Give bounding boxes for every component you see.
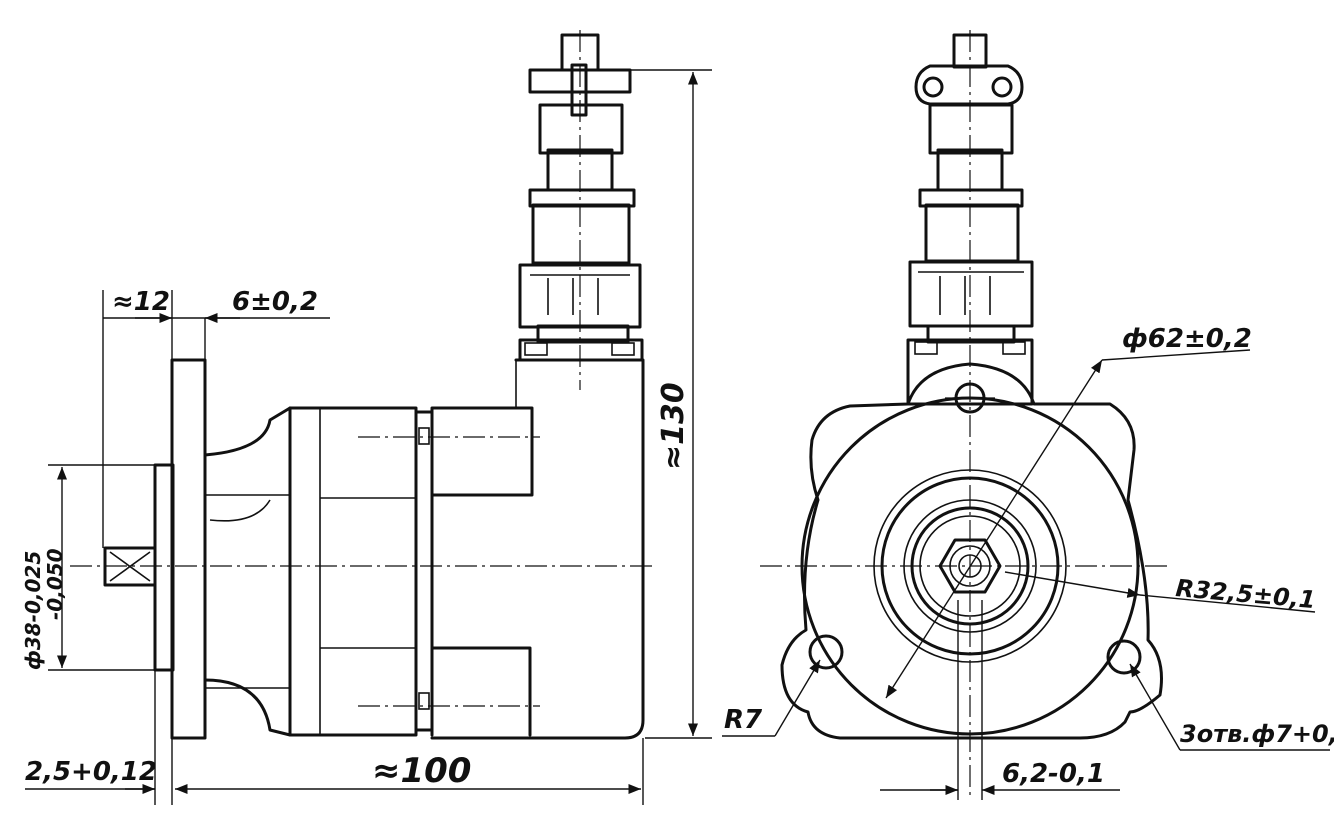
front-view — [780, 33, 1163, 740]
pump-body-rear — [430, 406, 534, 497]
dim-flange-thickness: 6±0,2 — [232, 287, 318, 317]
dim-overall-length: ≈100 — [372, 751, 471, 791]
shaft-key-cross — [109, 551, 151, 582]
dim-circle-diameter: ф62±0,2 — [1122, 324, 1252, 354]
shaft-spigot — [153, 463, 175, 672]
gasket — [414, 410, 434, 732]
dim-holes: 3отв.ф7+0,2 — [1180, 720, 1334, 748]
connector-plug — [538, 103, 624, 155]
connector-base — [518, 338, 644, 362]
side-view — [103, 33, 645, 740]
rear-housing — [430, 358, 645, 740]
dim-shaft-diameter-2: -0,050 — [43, 548, 67, 620]
dim-overall-height: ≈130 — [656, 382, 691, 470]
dim-flange-offset: ≈12 — [112, 287, 170, 317]
front-connector-flange — [914, 64, 1024, 106]
mounting-flange — [170, 358, 207, 740]
dim-spigot-length: 2,5+0,12 — [25, 757, 157, 787]
housing-outline — [780, 362, 1163, 740]
dim-shaft-diameter-1: ф38-0,025 — [21, 551, 45, 670]
flange-neck — [203, 406, 292, 737]
mount-hole-left — [808, 634, 844, 670]
dim-flat-width: 6,2-0,1 — [1002, 759, 1105, 789]
pump-body-front — [288, 406, 418, 737]
dim-corner-radius: R7 — [724, 705, 763, 735]
dimension-lines — [25, 69, 1330, 805]
mount-hole-right — [1106, 639, 1142, 675]
dim-mount-radius: R32,5±0,1 — [1174, 574, 1316, 614]
